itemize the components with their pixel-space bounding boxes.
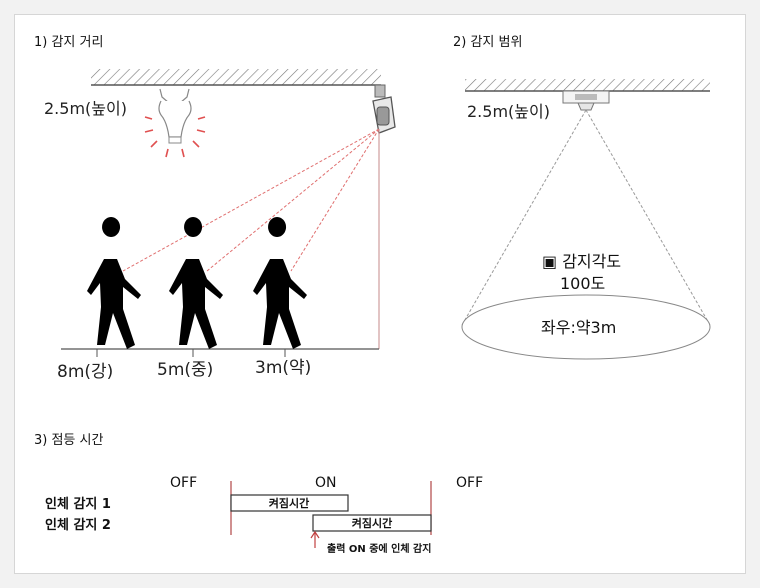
on-time-box-1 <box>230 494 349 512</box>
person-figure-8m <box>87 217 141 349</box>
sensor-diagram: 1) 감지 거리 2.5m(높이) <box>34 35 711 555</box>
section-title-range: 2) 감지 범위 <box>453 35 522 50</box>
range-width-label: 좌우:약3m <box>541 318 616 337</box>
height-label-left: 2.5m(높이) <box>44 99 127 118</box>
timing-row-name-2: 인체 감지 2 <box>45 517 111 533</box>
distance-label-8m: 8m(강) <box>57 362 113 382</box>
detection-arrow-icon <box>310 530 320 548</box>
section-title-timing: 3) 점등 시간 <box>34 433 103 448</box>
phase-label-on: ON <box>315 475 337 491</box>
angle-label: ▣ 감지각도 <box>542 252 621 271</box>
on-time-box-label-2: 켜짐시간 <box>352 516 392 530</box>
detection-lines <box>122 128 380 272</box>
person-figure-5m <box>169 217 223 349</box>
ceiling-left <box>91 69 381 86</box>
ceiling-sensor-icon <box>562 90 610 111</box>
person-figure-3m <box>253 217 307 349</box>
height-label-right: 2.5m(높이) <box>467 102 550 121</box>
distance-label-5m: 5m(중) <box>157 360 213 380</box>
light-bulb-icon <box>144 88 206 158</box>
ceiling-right <box>465 79 710 92</box>
detection-area-ellipse <box>461 294 711 360</box>
motion-sensor-icon <box>372 84 396 134</box>
distance-ticks <box>96 349 286 357</box>
detection-note: 출력 ON 중에 인체 감지 <box>327 542 431 555</box>
timing-row-name-1: 인체 감지 1 <box>45 496 111 512</box>
detection-cone <box>461 109 711 326</box>
angle-value: 100도 <box>560 274 605 293</box>
section-title-distance: 1) 감지 거리 <box>34 35 103 50</box>
diagram-frame: 1) 감지 거리 2.5m(높이) <box>14 14 746 574</box>
distance-label-3m: 3m(약) <box>255 358 311 378</box>
on-time-box-2 <box>312 514 432 532</box>
phase-label-off-end: OFF <box>456 475 483 491</box>
phase-label-off-start: OFF <box>170 475 197 491</box>
on-time-box-label-1: 켜짐시간 <box>269 496 309 510</box>
